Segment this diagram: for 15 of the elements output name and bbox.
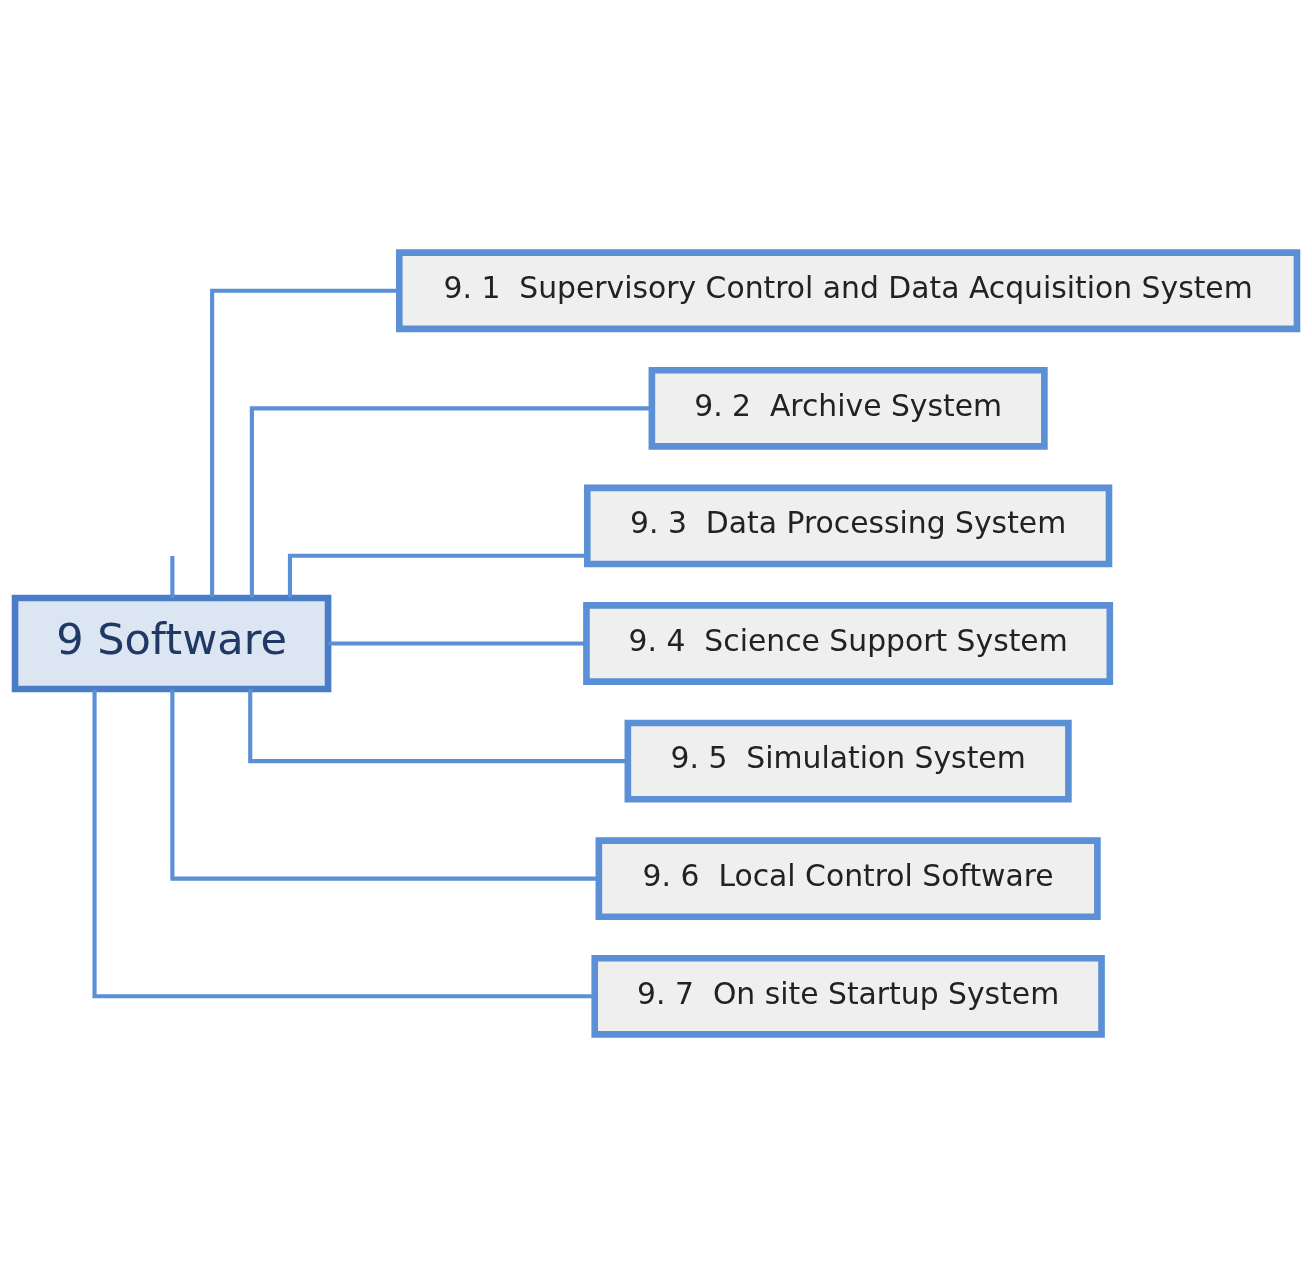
- connector: [170, 689, 599, 881]
- connector: [248, 689, 628, 764]
- connector: [170, 555, 175, 598]
- node-box: 9. 2 Archive System: [648, 366, 1048, 450]
- connector: [92, 689, 595, 999]
- connector: [287, 553, 587, 598]
- node-box: 9. 1 Supervisory Control and Data Acquisition System: [395, 249, 1301, 333]
- node-box: 9. 4 Science Support System: [583, 602, 1114, 685]
- node-box: 9. 6 Local Control Software: [595, 837, 1101, 921]
- connector: [249, 406, 652, 598]
- node-box: 9. 3 Data Processing System: [583, 484, 1113, 568]
- node-box: 9. 5 Simulation System: [624, 719, 1072, 803]
- node-box: 9 Software: [11, 594, 332, 693]
- connector: [328, 641, 587, 646]
- node-box: 9. 7 On site Startup System: [591, 954, 1105, 1038]
